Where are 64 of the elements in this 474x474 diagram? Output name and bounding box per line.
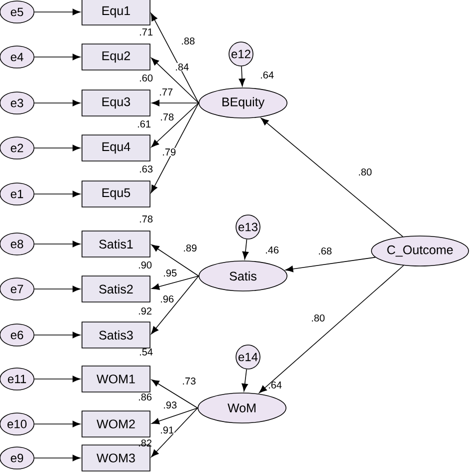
edge-label: .80 [310,314,326,322]
edge-label: .73 [182,376,196,386]
edge-label: .93 [162,400,178,410]
r-squared-label: .63 [140,165,153,173]
arrow [150,102,199,193]
edge-label: .68 [318,246,332,256]
arrow [242,238,249,260]
r-squared-label: .71 [140,28,152,36]
arrow [34,8,80,16]
edge-label: .78 [160,112,174,122]
r-squared-label: .64 [260,71,274,79]
edge-label: .77 [158,88,174,96]
indicator-box: WOM2 [82,410,150,438]
edge-label: .79 [162,148,176,156]
r-squared-label: .46 [266,246,279,254]
r-squared-label: .60 [140,74,153,82]
r-squared-label: .78 [140,215,153,223]
edge-label: .95 [162,268,178,278]
r-squared-label: .92 [138,307,152,315]
r-squared-label: .86 [138,393,152,401]
arrow [152,408,198,424]
edge-label: .91 [160,426,174,434]
arrow [34,286,80,292]
arrow [260,118,404,237]
arrow [151,244,199,276]
arrow [34,420,80,428]
indicator-box: Satis1 [82,230,150,258]
edge-label: .84 [174,62,190,72]
arrow [151,102,199,148]
indicator-box: Satis2 [82,276,150,302]
arrow [34,144,80,152]
arrow [285,256,376,272]
r-squared-label: .54 [140,348,153,356]
arrow [151,379,198,408]
arrow [34,100,80,106]
arrow [238,66,246,86]
arrow [34,454,80,462]
edge-label: .89 [182,244,198,252]
arrow [152,276,199,290]
arrow [151,408,198,458]
edge-label: .88 [180,36,196,46]
edge-label: .80 [358,168,372,176]
arrow [34,240,80,248]
indicator-box: Equ5 [82,180,150,208]
indicator-box: Equ4 [82,134,150,162]
indicator-box: Equ3 [82,90,150,116]
indicator-box: Satis3 [82,322,150,348]
arrow [151,276,199,334]
arrow [151,58,199,104]
arrow [150,13,199,104]
r-squared-label: .90 [138,261,152,269]
arrow [34,376,80,382]
arrow [259,265,404,394]
arrow [34,332,80,338]
arrow [242,368,248,392]
indicator-box: Equ2 [82,44,150,70]
indicator-box: WOM1 [82,366,150,392]
r-squared-label: .64 [268,381,282,389]
r-squared-label: .61 [138,120,150,128]
edge-label: .96 [160,294,174,304]
arrow [152,100,199,106]
arrow [34,54,80,60]
arrow [34,190,80,198]
indicator-box: Equ1 [82,0,150,26]
